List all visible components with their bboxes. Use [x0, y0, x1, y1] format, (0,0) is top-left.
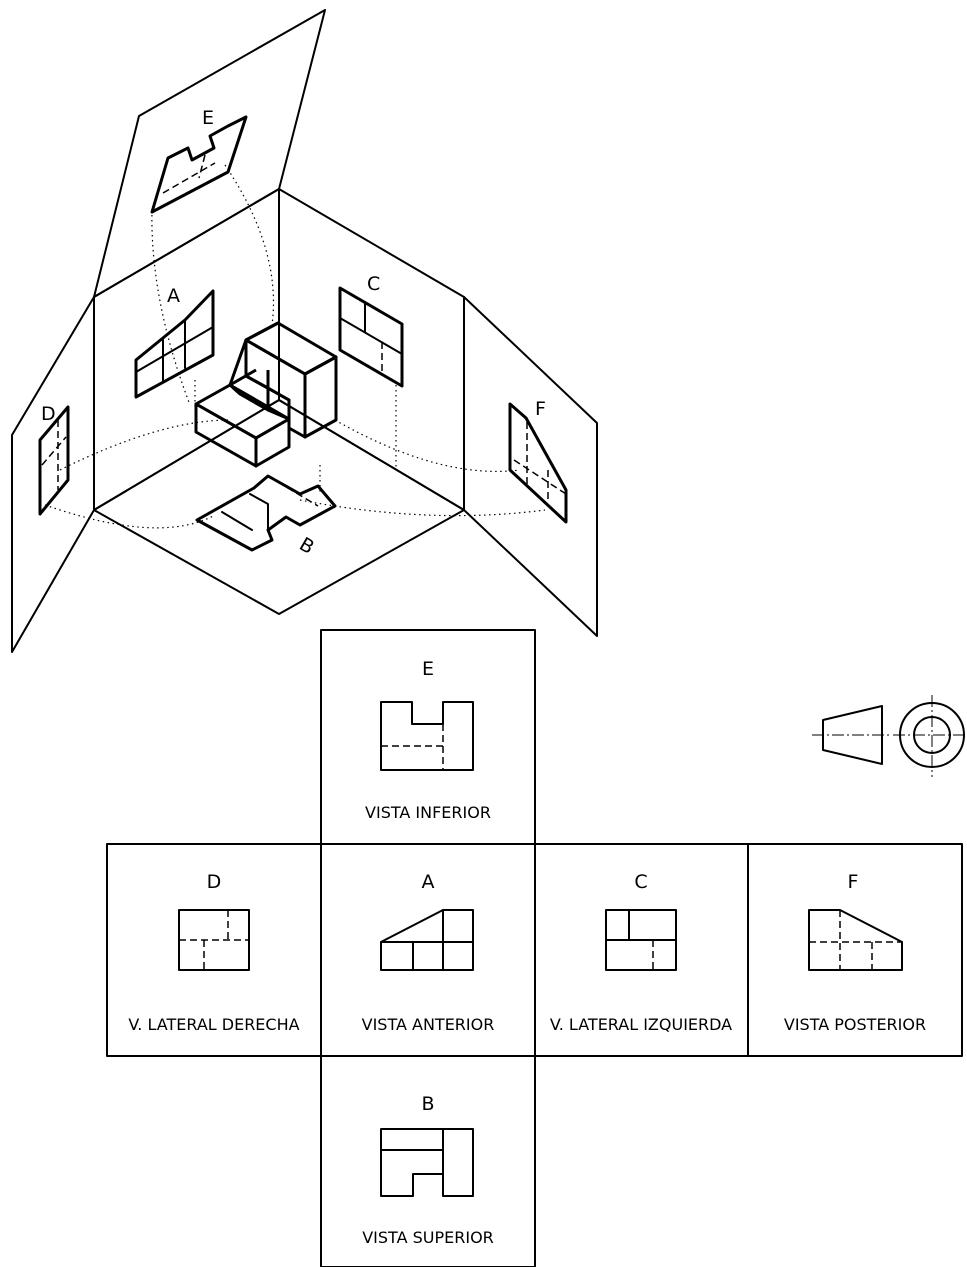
plane-d [11, 296, 95, 653]
view-a-outline [380, 909, 474, 971]
isometric-object [194, 321, 338, 468]
label-e: E [202, 107, 214, 129]
pictorial-view-e: E [150, 107, 248, 214]
view-a-letter: A [422, 871, 435, 893]
label-f: F [535, 398, 546, 420]
view-f-caption: VISTA POSTERIOR [784, 1015, 926, 1034]
view-e-cell: E VISTA INFERIOR [365, 658, 491, 822]
view-b-cell: B VISTA SUPERIOR [362, 1093, 494, 1247]
pictorial-view-d: D [38, 403, 70, 516]
view-d-caption: V. LATERAL DERECHA [128, 1015, 299, 1034]
projector-lines [44, 164, 546, 529]
view-e-outline [380, 701, 474, 771]
view-b-letter: B [421, 1093, 434, 1115]
view-c-letter: C [634, 871, 647, 893]
plane-e [93, 9, 326, 298]
pictorial-view-f: F [508, 398, 568, 524]
view-a-cell: A VISTA ANTERIOR [362, 871, 495, 1034]
label-c: C [367, 273, 380, 295]
view-e-caption: VISTA INFERIOR [365, 803, 491, 822]
label-a: A [167, 285, 180, 307]
view-a-caption: VISTA ANTERIOR [362, 1015, 495, 1034]
view-d-letter: D [207, 871, 222, 893]
view-c-caption: V. LATERAL IZQUIERDA [550, 1015, 732, 1034]
plane-c [278, 188, 465, 511]
view-e-letter: E [422, 658, 434, 680]
view-b-caption: VISTA SUPERIOR [362, 1228, 494, 1247]
view-b-outline [380, 1128, 474, 1197]
projection-box [11, 9, 598, 653]
view-f-cell: F VISTA POSTERIOR [784, 871, 926, 1034]
view-c-cell: C V. LATERAL IZQUIERDA [550, 871, 732, 1034]
label-b: B [296, 533, 318, 559]
plane-b [93, 399, 465, 615]
pictorial-view-c: C [338, 273, 404, 388]
pictorial-view-b: B [195, 474, 337, 559]
plane-f [463, 296, 598, 637]
view-f-outline [808, 909, 903, 971]
pictorial-view-a: A [134, 285, 215, 399]
view-d-cell: D V. LATERAL DERECHA [128, 871, 299, 1034]
first-angle-projection-symbol-icon [812, 695, 967, 777]
multiview-layout [106, 629, 963, 1267]
view-f-letter: F [848, 871, 859, 893]
label-d: D [41, 403, 56, 425]
